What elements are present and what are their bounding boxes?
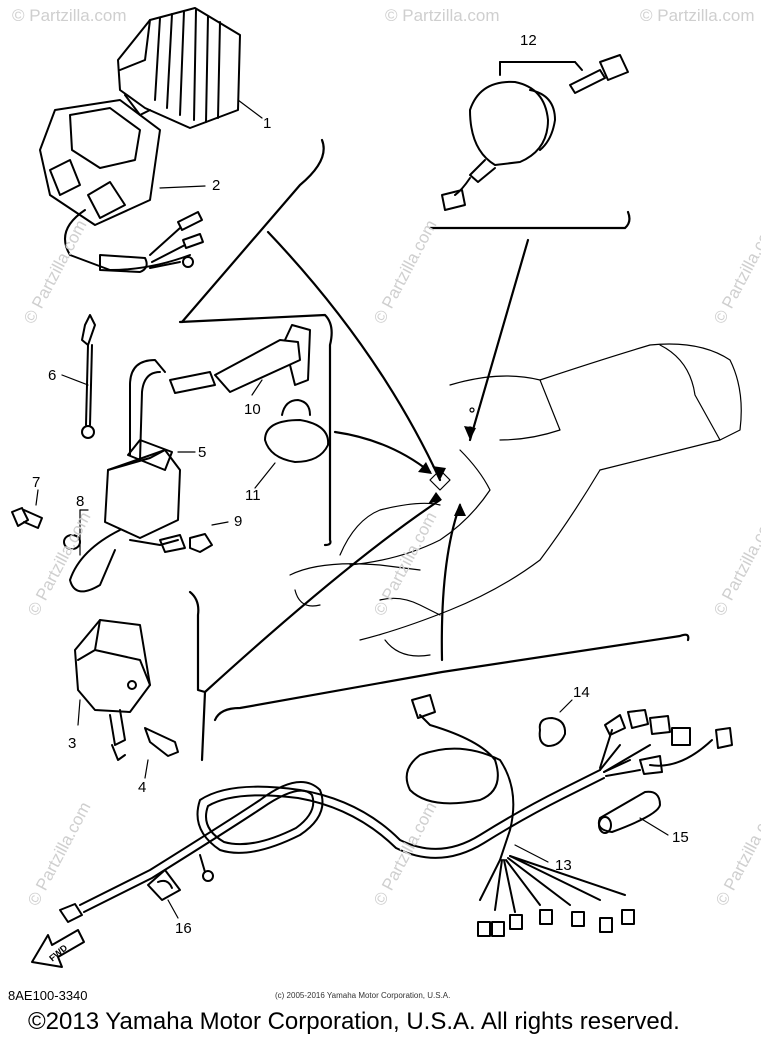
cdi-unit-part-1 (117, 7, 263, 129)
cdi-bracket-part-2 (39, 99, 206, 273)
watermark: © Partzilla.com (385, 6, 500, 25)
group-bracket-lower (188, 590, 207, 762)
fwd-arrow-icon (31, 929, 85, 968)
small-copyright: (c) 2005-2016 Yamaha Motor Corporation, … (275, 991, 451, 1000)
callout-2: 2 (212, 177, 221, 194)
group-bracket-harness (213, 633, 690, 722)
arrowheads (418, 426, 476, 516)
nut-part-9 (189, 521, 229, 553)
callout-10: 10 (244, 401, 261, 418)
group-bracket-middle (178, 313, 333, 547)
callout-11: 11 (245, 487, 261, 504)
callout-9: 9 (234, 513, 243, 530)
callout-16: 16 (175, 920, 192, 937)
callout-8: 8 (76, 493, 85, 510)
group-bracket-top (180, 138, 325, 324)
spark-plug-cap-part-10 (169, 324, 311, 396)
grommet-part-14 (538, 699, 573, 747)
callout-12: 12 (520, 32, 537, 49)
callout-7: 7 (32, 474, 41, 491)
callout-4: 4 (138, 779, 147, 796)
clamp-part-16 (147, 869, 181, 919)
callout-15: 15 (672, 829, 689, 846)
regulator-part-3 (74, 619, 151, 761)
bolt-part-4 (144, 727, 179, 779)
callout-13: 13 (555, 857, 572, 874)
main-switch-part-12 (428, 54, 631, 230)
washer-part-8 (63, 509, 89, 556)
callout-3: 3 (68, 735, 77, 752)
callout-5: 5 (198, 444, 207, 461)
plug-lead-part-6 (61, 314, 96, 439)
vehicle-outline (289, 343, 742, 657)
cover-part-15 (597, 790, 669, 836)
bolt-part-7 (11, 489, 43, 529)
callout-1: 1 (263, 115, 272, 132)
ignition-coil-part-5 (69, 359, 196, 593)
watermark: © Partzilla.com (640, 6, 755, 25)
watermark: © Partzilla.com (12, 6, 127, 25)
wire-harness-part-13 (59, 694, 733, 937)
callout-6: 6 (48, 367, 57, 384)
cap-part-11 (254, 399, 330, 489)
callout-14: 14 (573, 684, 590, 701)
part-code: 8AE100-3340 (8, 988, 88, 1003)
leader-lines (203, 230, 530, 694)
copyright-notice: ©2013 Yamaha Motor Corporation, U.S.A. A… (28, 1008, 680, 1035)
